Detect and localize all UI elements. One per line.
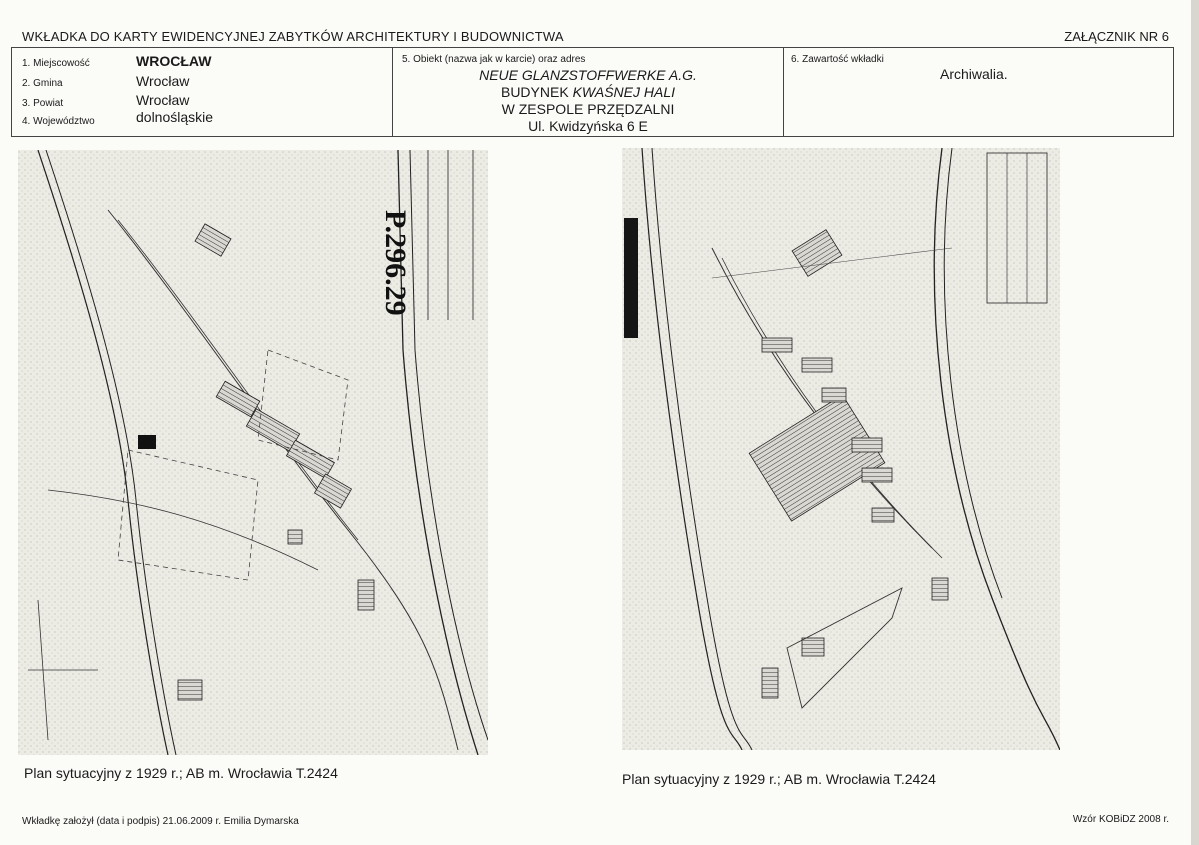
- gmina-value: Wrocław: [136, 73, 190, 89]
- site-plan-left: P.296.29: [18, 150, 488, 755]
- site-plan-right-drawing: [622, 148, 1060, 750]
- obiekt-building-prefix: BUDYNEK: [500, 84, 573, 100]
- gmina-label: 2. Gmina: [22, 78, 63, 89]
- obiekt-complex: W ZESPOLE PRZĘDZALNI: [501, 101, 675, 117]
- info-table: 1. Miejscowość WROCŁAW 2. Gmina Wrocław …: [11, 47, 1174, 137]
- miejscowosc-value: WROCŁAW: [136, 53, 212, 69]
- obiekt-block: NEUE GLANZSTOFFWERKE A.G. BUDYNEK KWAŚNE…: [393, 48, 783, 136]
- column-divider: [392, 48, 393, 136]
- miejscowosc-label: 1. Miejscowość: [22, 58, 90, 69]
- caption-left: Plan sytuacyjny z 1929 r.; AB m. Wrocław…: [24, 765, 338, 781]
- column-divider: [783, 48, 784, 136]
- powiat-value: Wrocław: [136, 92, 190, 108]
- footer-author: Wkładkę założył (data i podpis) 21.06.20…: [22, 816, 299, 827]
- wojewodztwo-label: 4. Województwo: [22, 116, 95, 127]
- scan-edge: [1191, 0, 1199, 845]
- obiekt-building-name: KWAŚNEJ HALI: [572, 84, 675, 100]
- zawartosc-value: Archiwalia.: [940, 66, 1008, 82]
- powiat-label: 3. Powiat: [22, 98, 64, 109]
- obiekt-address: Ul. Kwidzyńska 6 E: [528, 118, 648, 134]
- wojewodztwo-value: dolnośląskie: [136, 109, 214, 125]
- stamp-number: P.296.29: [379, 210, 412, 316]
- caption-right: Plan sytuacyjny z 1929 r.; AB m. Wrocław…: [622, 771, 936, 787]
- zawartosc-label: 6. Zawartość wkładki: [791, 54, 884, 65]
- site-plan-right: [622, 148, 1060, 750]
- annex-number: ZAŁĄCZNIK NR 6: [1064, 29, 1169, 44]
- document-title: WKŁADKA DO KARTY EWIDENCYJNEJ ZABYTKÓW A…: [22, 29, 564, 44]
- site-plan-left-drawing: P.296.29: [18, 150, 488, 755]
- obiekt-name: NEUE GLANZSTOFFWERKE A.G.: [479, 67, 697, 83]
- obiekt-label: 5. Obiekt (nazwa jak w karcie) oraz adre…: [402, 54, 586, 65]
- footer-template: Wzór KOBiDZ 2008 r.: [1072, 814, 1169, 825]
- obiekt-building: BUDYNEK KWAŚNEJ HALI: [393, 84, 783, 100]
